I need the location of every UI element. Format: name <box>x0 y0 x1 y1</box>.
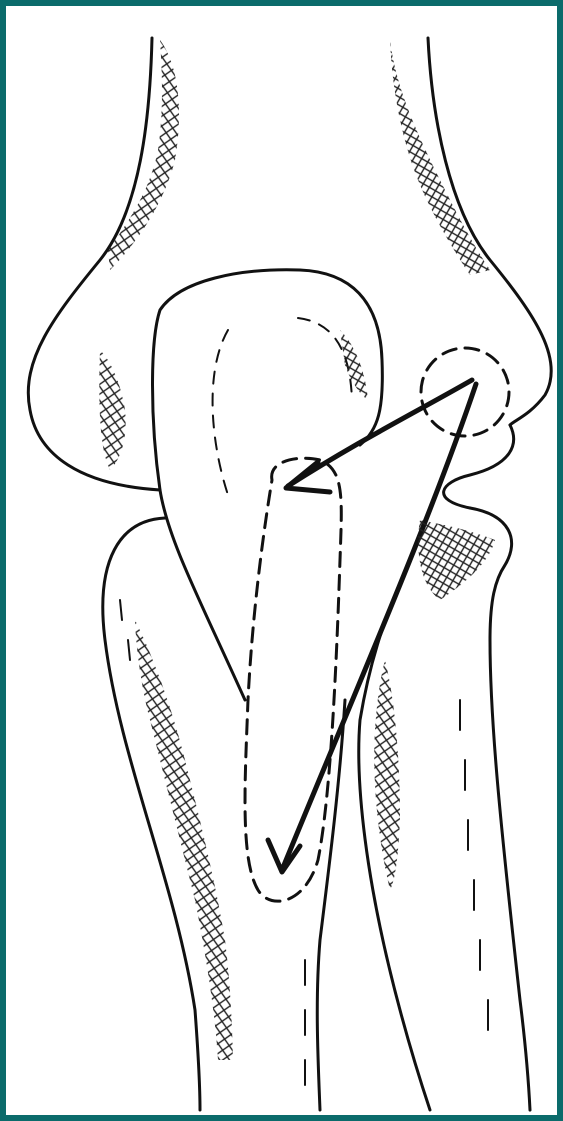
cross-hatch-shading <box>99 40 495 1060</box>
dashed-tunnel-outline <box>245 458 341 901</box>
inner-contour-top <box>298 318 352 400</box>
inner-contour <box>213 330 228 495</box>
detail-strokes <box>120 600 488 1085</box>
arrow-down-to-tunnel-end <box>268 384 476 872</box>
radial-head-outline <box>153 270 383 700</box>
